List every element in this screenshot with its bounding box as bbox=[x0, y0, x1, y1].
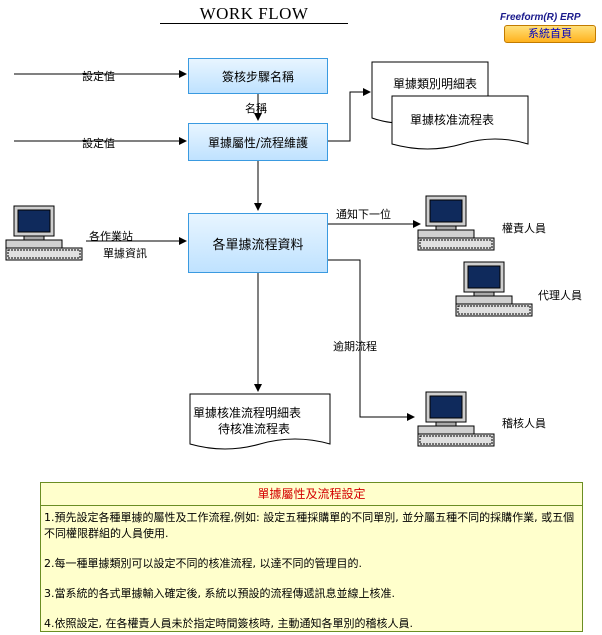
report-line2-label: 待核准流程表 bbox=[218, 422, 291, 436]
overdue-flow-label: 逾期流程 bbox=[333, 340, 377, 353]
doc-flow-box: 各單據流程資料 bbox=[188, 213, 328, 273]
doc-flow-label: 各單據流程資料 bbox=[212, 237, 304, 253]
note-item: 4.依照設定, 在各權責人員未於指定時間簽核時, 主動通知各單別的稽核人員. bbox=[44, 617, 413, 630]
proxy-person-label: 代理人員 bbox=[538, 289, 582, 302]
home-button[interactable]: 系統首頁 bbox=[504, 25, 596, 43]
notify-next-label: 通知下一位 bbox=[336, 208, 391, 221]
setting-value-label-2: 設定值 bbox=[82, 137, 115, 150]
stations-label: 各作業站 bbox=[89, 230, 133, 243]
setting-value-label-1: 設定值 bbox=[82, 70, 115, 83]
auditor-computer-icon bbox=[417, 391, 495, 447]
step-name-label: 簽核步驟名稱 bbox=[221, 69, 294, 84]
name-label: 名稱 bbox=[245, 102, 267, 115]
brand-logo: Freeform(R) ERP bbox=[500, 12, 581, 23]
responsible-computer-icon bbox=[417, 195, 495, 251]
doc-type-list-label: 單據類別明細表 bbox=[393, 77, 478, 91]
doc-attr-label: 單據屬性/流程維護 bbox=[207, 135, 309, 150]
report-doc-shape bbox=[189, 393, 331, 450]
report-line1-label: 單據核准流程明細表 bbox=[193, 406, 302, 420]
doc-attr-box: 單據屬性/流程維護 bbox=[188, 123, 328, 161]
auditor-label: 稽核人員 bbox=[502, 417, 546, 430]
approval-flow-list-shape bbox=[391, 95, 529, 150]
workstation-computer-icon bbox=[5, 205, 83, 261]
page-title: WORK FLOW bbox=[199, 4, 309, 23]
responsible-person-label: 權責人員 bbox=[502, 222, 546, 235]
note-item: 1.預先設定各種單據的屬性及工作流程,例如: 設定五種採購單的不同單別, 並分屬… bbox=[44, 511, 575, 540]
notes-body: 1.預先設定各種單據的屬性及工作流程,例如: 設定五種採購單的不同單別, 並分屬… bbox=[41, 506, 582, 632]
doc-info-label: 單據資訊 bbox=[103, 247, 147, 260]
approval-flow-list-label: 單據核准流程表 bbox=[410, 113, 495, 127]
notes-title: 單據屬性及流程設定 bbox=[41, 483, 582, 506]
title-underline bbox=[160, 23, 348, 24]
note-item: 3.當系統的各式單據輸入確定後, 系統以預設的流程傳遞訊息並線上核准. bbox=[44, 587, 395, 600]
note-item: 2.每一種單據類別可以設定不同的核准流程, 以達不同的管理目的. bbox=[44, 557, 362, 570]
step-name-box: 簽核步驟名稱 bbox=[188, 58, 328, 94]
proxy-computer-icon bbox=[455, 261, 533, 317]
notes-panel: 單據屬性及流程設定 1.預先設定各種單據的屬性及工作流程,例如: 設定五種採購單… bbox=[40, 482, 583, 632]
